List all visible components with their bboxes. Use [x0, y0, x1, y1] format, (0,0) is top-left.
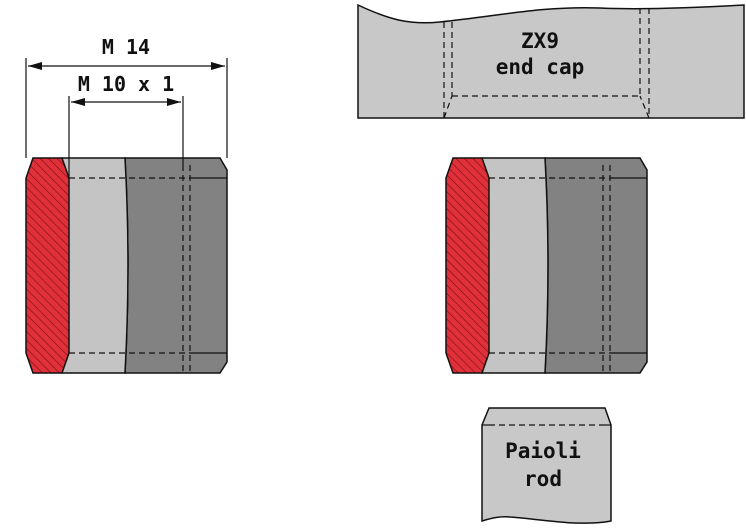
end-cap-label-line2: end cap — [496, 55, 585, 79]
left-adapter-thread-section — [25, 157, 70, 374]
end-cap: ZX9 end cap — [357, 3, 745, 119]
left-adapter-dark-section — [124, 157, 228, 374]
rod-label-line2: rod — [524, 467, 562, 491]
inner-thread-label: M 10 x 1 — [78, 72, 174, 96]
left-adapter-hidden-lines — [69, 165, 191, 373]
left-adapter — [25, 157, 228, 374]
paioli-rod: Paioli rod — [481, 407, 612, 524]
end-cap-hidden-lines — [443, 8, 650, 119]
outer-thread-label: M 14 — [102, 35, 150, 59]
right-adapter-thread-section — [445, 157, 490, 374]
right-adapter-light-section — [481, 157, 549, 374]
left-adapter-light-section — [61, 157, 129, 374]
end-cap-body — [357, 3, 745, 119]
dimension-lines — [25, 58, 228, 178]
right-adapter-dark-section — [544, 157, 648, 374]
right-adapter — [445, 157, 648, 374]
rod-body — [481, 407, 612, 524]
right-adapter-hidden-lines — [489, 165, 611, 373]
rod-label-line1: Paioli — [505, 439, 581, 463]
end-cap-label-line1: ZX9 — [521, 29, 559, 53]
